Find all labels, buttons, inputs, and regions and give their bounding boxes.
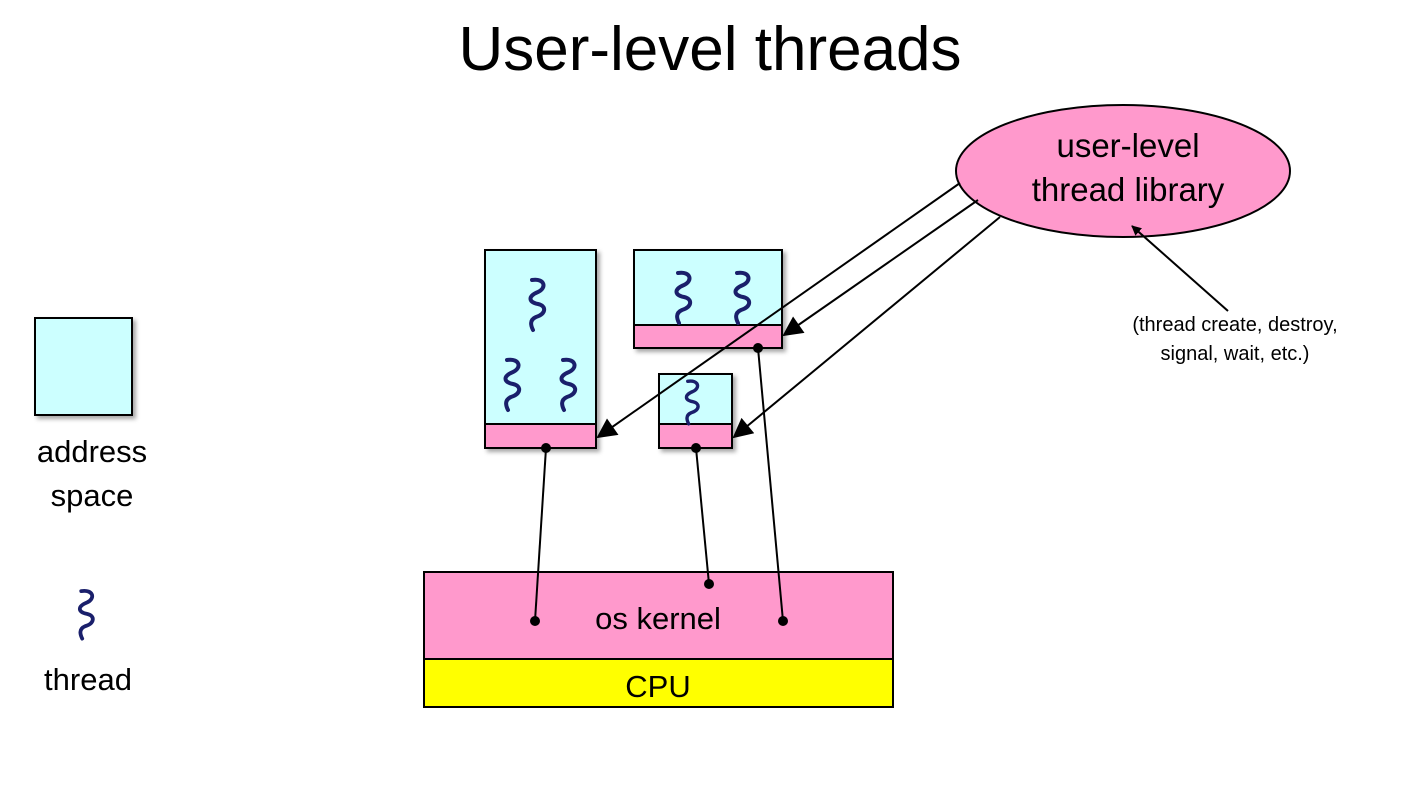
connector-as2-kernel (757, 347, 784, 622)
legend-thread-label: thread (44, 662, 132, 697)
address-space-2 (633, 249, 783, 349)
legend-address-space-label-line2: space (51, 478, 134, 513)
library-operations-note-line2: signal, wait, etc.) (1161, 343, 1310, 365)
legend-address-space-box (34, 317, 133, 416)
os-kernel-label: os kernel (595, 601, 721, 636)
kernel-connectors (534, 347, 784, 622)
library-arrows (596, 182, 1001, 439)
arrow-library-to-as3 (732, 216, 1001, 439)
address-space-2-library-bar (633, 324, 783, 349)
slide-title: User-level threads (458, 15, 961, 84)
cpu-label: CPU (625, 669, 690, 704)
connector-dots (530, 343, 788, 626)
legend-thread-icon (77, 588, 95, 641)
note-arrow (1131, 225, 1229, 312)
cpu-block (423, 658, 894, 708)
thread-library-ellipse (955, 104, 1291, 238)
connector-as1-kernel (534, 447, 547, 622)
thread-library-label-line1: user-level (1056, 127, 1199, 164)
legend-address-space-label-line1: address (37, 434, 147, 469)
connector-as3-kernel (695, 447, 710, 585)
address-space-1-library-bar (484, 423, 597, 449)
arrow-library-to-as1 (596, 182, 961, 439)
thread-library-label-line2: thread library (1032, 171, 1225, 208)
library-operations-note-line1: (thread create, destroy, (1132, 314, 1337, 336)
arrow-library-to-as2 (782, 199, 979, 337)
